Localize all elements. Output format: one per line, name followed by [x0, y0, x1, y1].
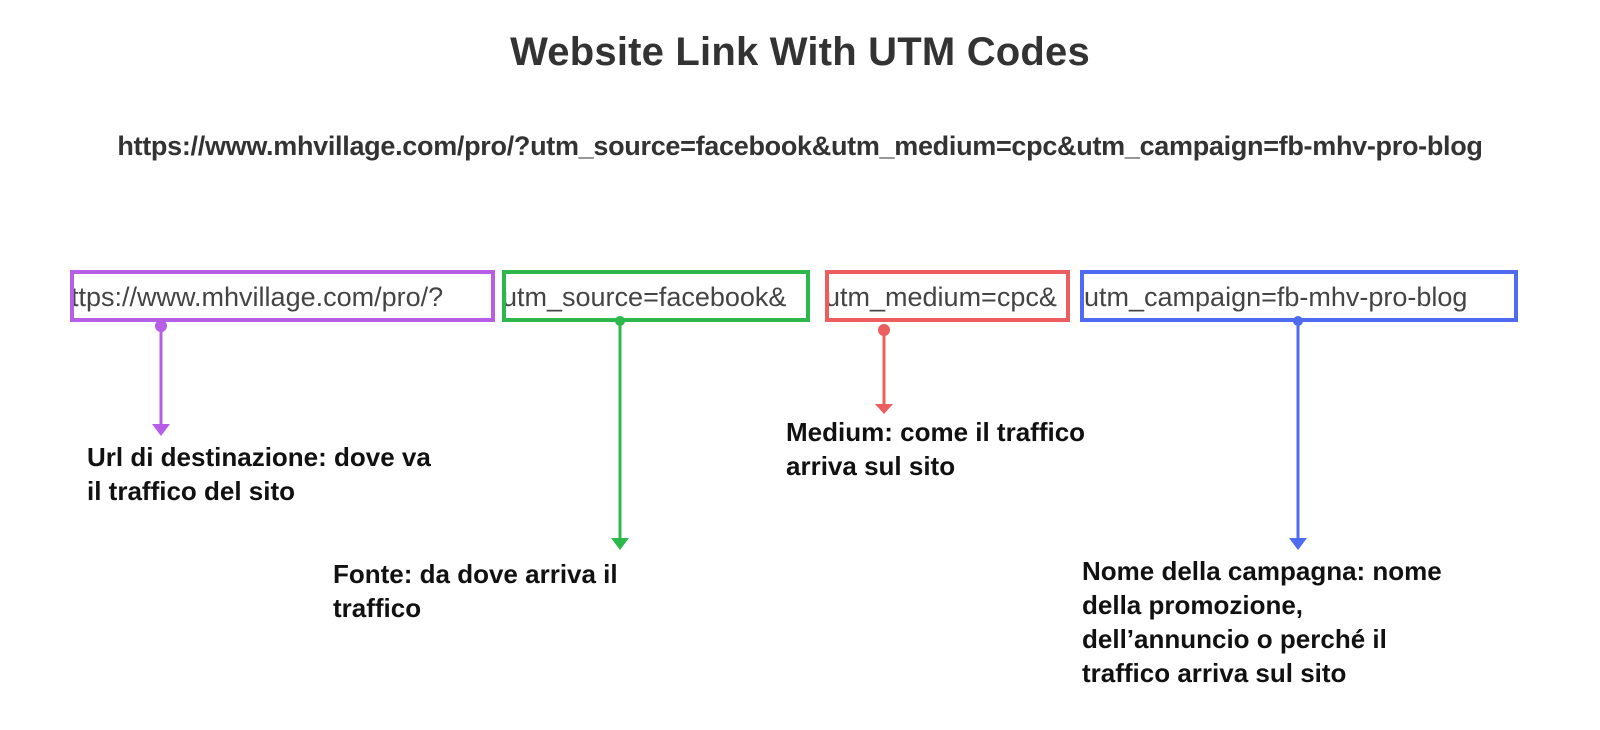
label-campaign-line: traffico arriva sul sito — [1082, 658, 1347, 688]
label-campaign-line: dell’annuncio o perché il — [1082, 624, 1387, 654]
segment-source-box — [502, 270, 810, 322]
label-destination-line: il traffico del sito — [87, 476, 296, 506]
segment-source-text: utm_source=facebook& — [502, 282, 787, 312]
diagram-title: Website Link With UTM Codes — [510, 30, 1090, 74]
segment-destination-box — [70, 270, 495, 322]
segment-destination-text: https://www.mhvillage.com/pro/? — [70, 282, 444, 312]
label-campaign-line: Nome della campagna: nome — [1082, 556, 1442, 586]
label-destination: Url di destinazione: dove va il traffico… — [87, 440, 431, 508]
arrow-source — [611, 316, 629, 550]
label-medium: Medium: come il traffico arriva sul sito — [786, 415, 1085, 483]
segment-campaign-text: utm_campaign=fb-mhv-pro-blog — [1084, 282, 1468, 312]
label-source-line: traffico — [333, 593, 422, 623]
full-url: https://www.mhvillage.com/pro/?utm_sourc… — [117, 131, 1483, 161]
segment-medium-box — [825, 270, 1070, 322]
label-campaign-line: della promozione, — [1082, 590, 1304, 620]
label-campaign: Nome della campagna: nome della promozio… — [1082, 554, 1442, 690]
arrow-campaign — [1289, 316, 1307, 550]
label-medium-line: arriva sul sito — [786, 451, 956, 481]
arrow-medium — [875, 324, 893, 414]
label-destination-line: Url di destinazione: dove va — [87, 442, 431, 472]
label-medium-line: Medium: come il traffico — [786, 417, 1086, 447]
label-source: Fonte: da dove arriva il traffico — [333, 557, 618, 625]
segment-medium-text: utm_medium=cpc& — [825, 282, 1057, 312]
arrow-destination — [152, 320, 170, 436]
label-source-line: Fonte: da dove arriva il — [333, 559, 618, 589]
